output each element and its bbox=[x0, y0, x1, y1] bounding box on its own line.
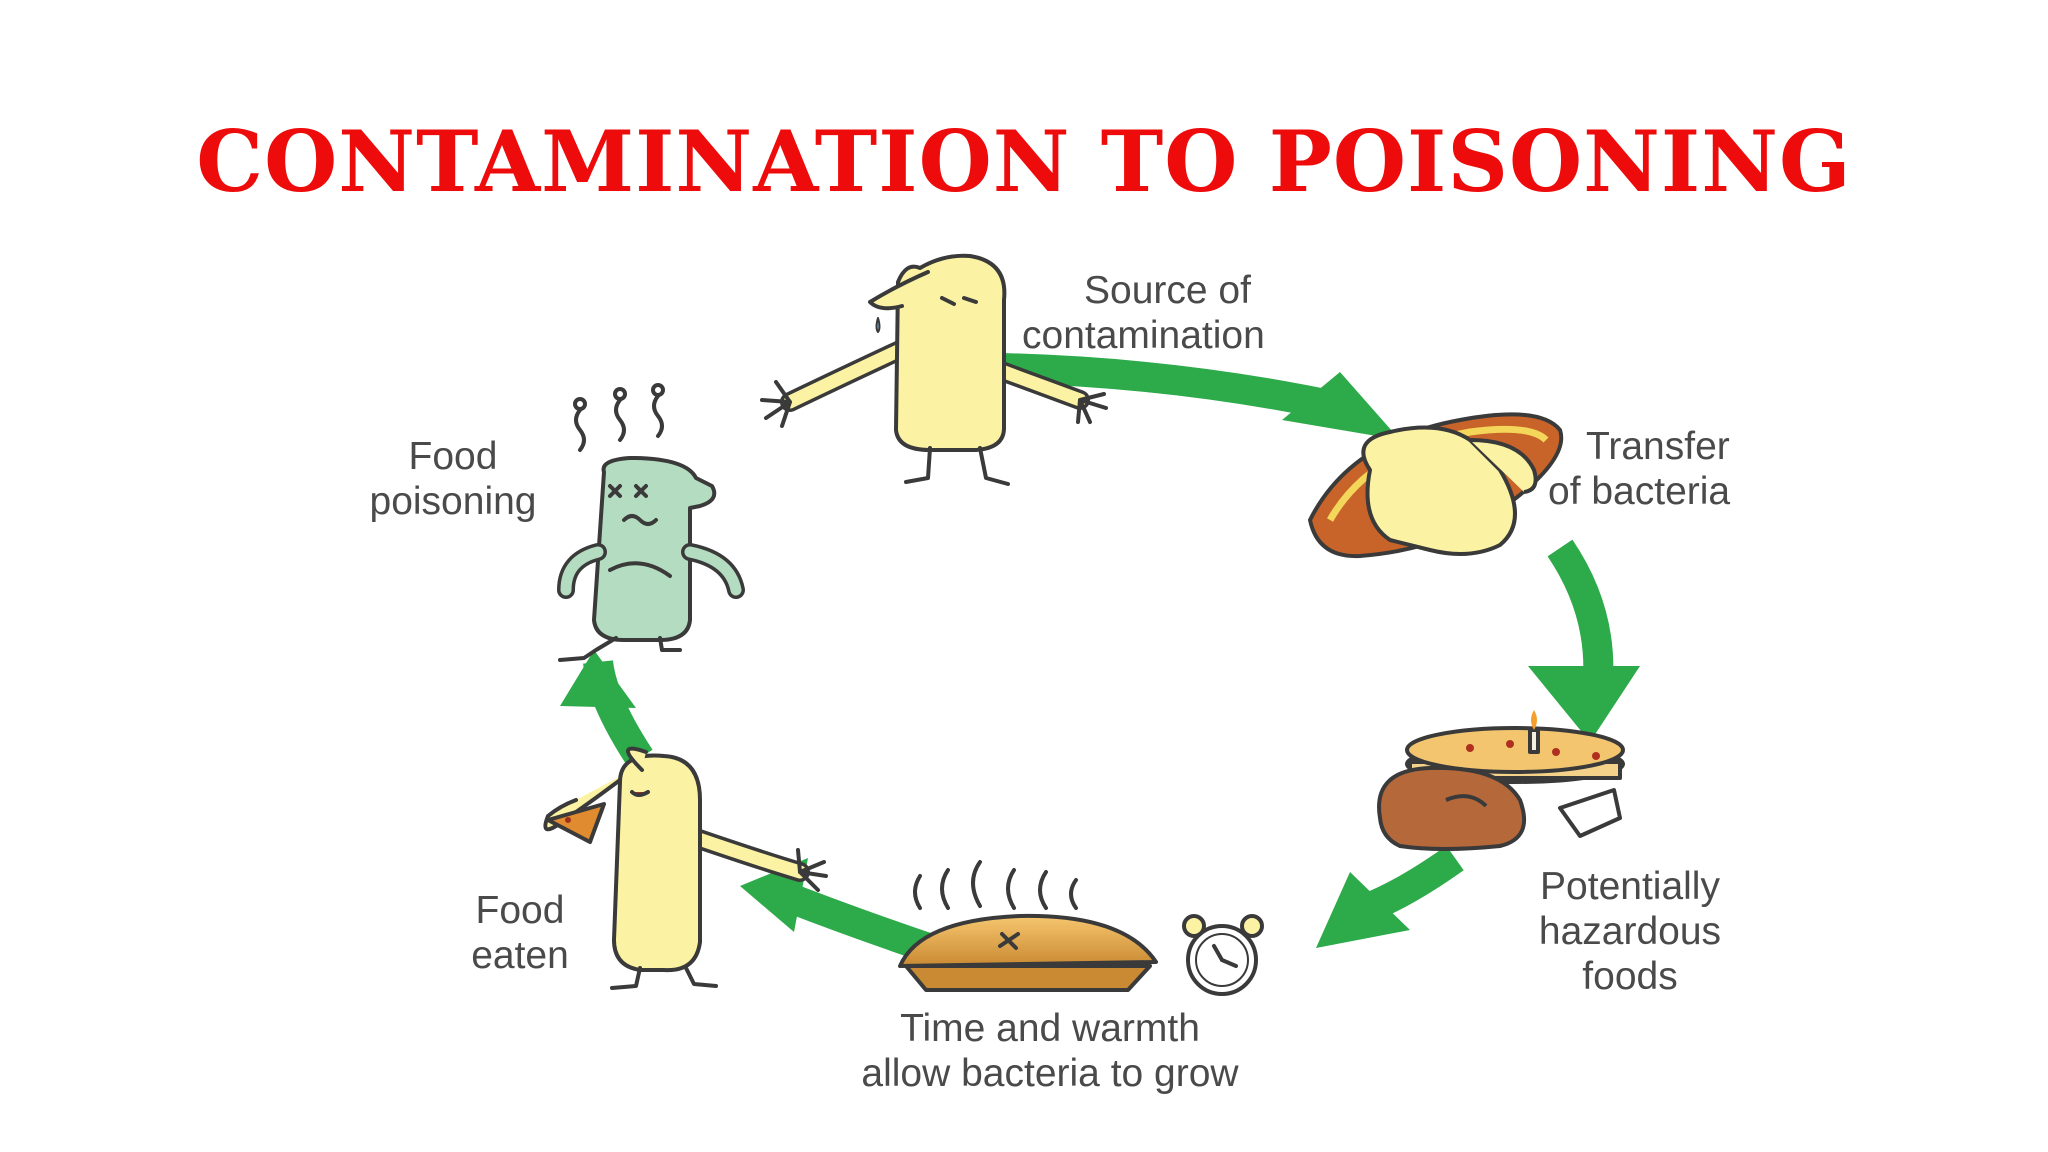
arrow-transfer-to-hazardous bbox=[1528, 539, 1640, 742]
sick-person-icon bbox=[557, 383, 745, 662]
stage-label-transfer: Transfer of bacteria bbox=[1548, 425, 1731, 513]
stage-label-hazardous: Potentially hazardous foods bbox=[1538, 865, 1722, 998]
person-eating-icon bbox=[543, 746, 828, 990]
arrow-hazardous-to-time bbox=[1316, 845, 1464, 948]
hand-holding-hotdog-icon bbox=[1308, 412, 1564, 559]
arrow-source-to-transfer bbox=[999, 353, 1400, 440]
food-stack-icon bbox=[1377, 710, 1625, 851]
stage-label-poisoning: Food poisoning bbox=[369, 435, 537, 523]
arrow-eaten-to-poisoning bbox=[560, 650, 653, 767]
sneezing-person-icon bbox=[760, 253, 1108, 486]
stage-label-eaten: Food eaten bbox=[471, 889, 569, 977]
stage-label-time: Time and warmth allow bacteria to grow bbox=[861, 1007, 1239, 1095]
slide-title: Contamination to Poisoning bbox=[196, 112, 1852, 211]
steaming-pie-clock-icon bbox=[898, 860, 1264, 996]
stage-label-source: Source of contamination bbox=[1022, 269, 1265, 357]
